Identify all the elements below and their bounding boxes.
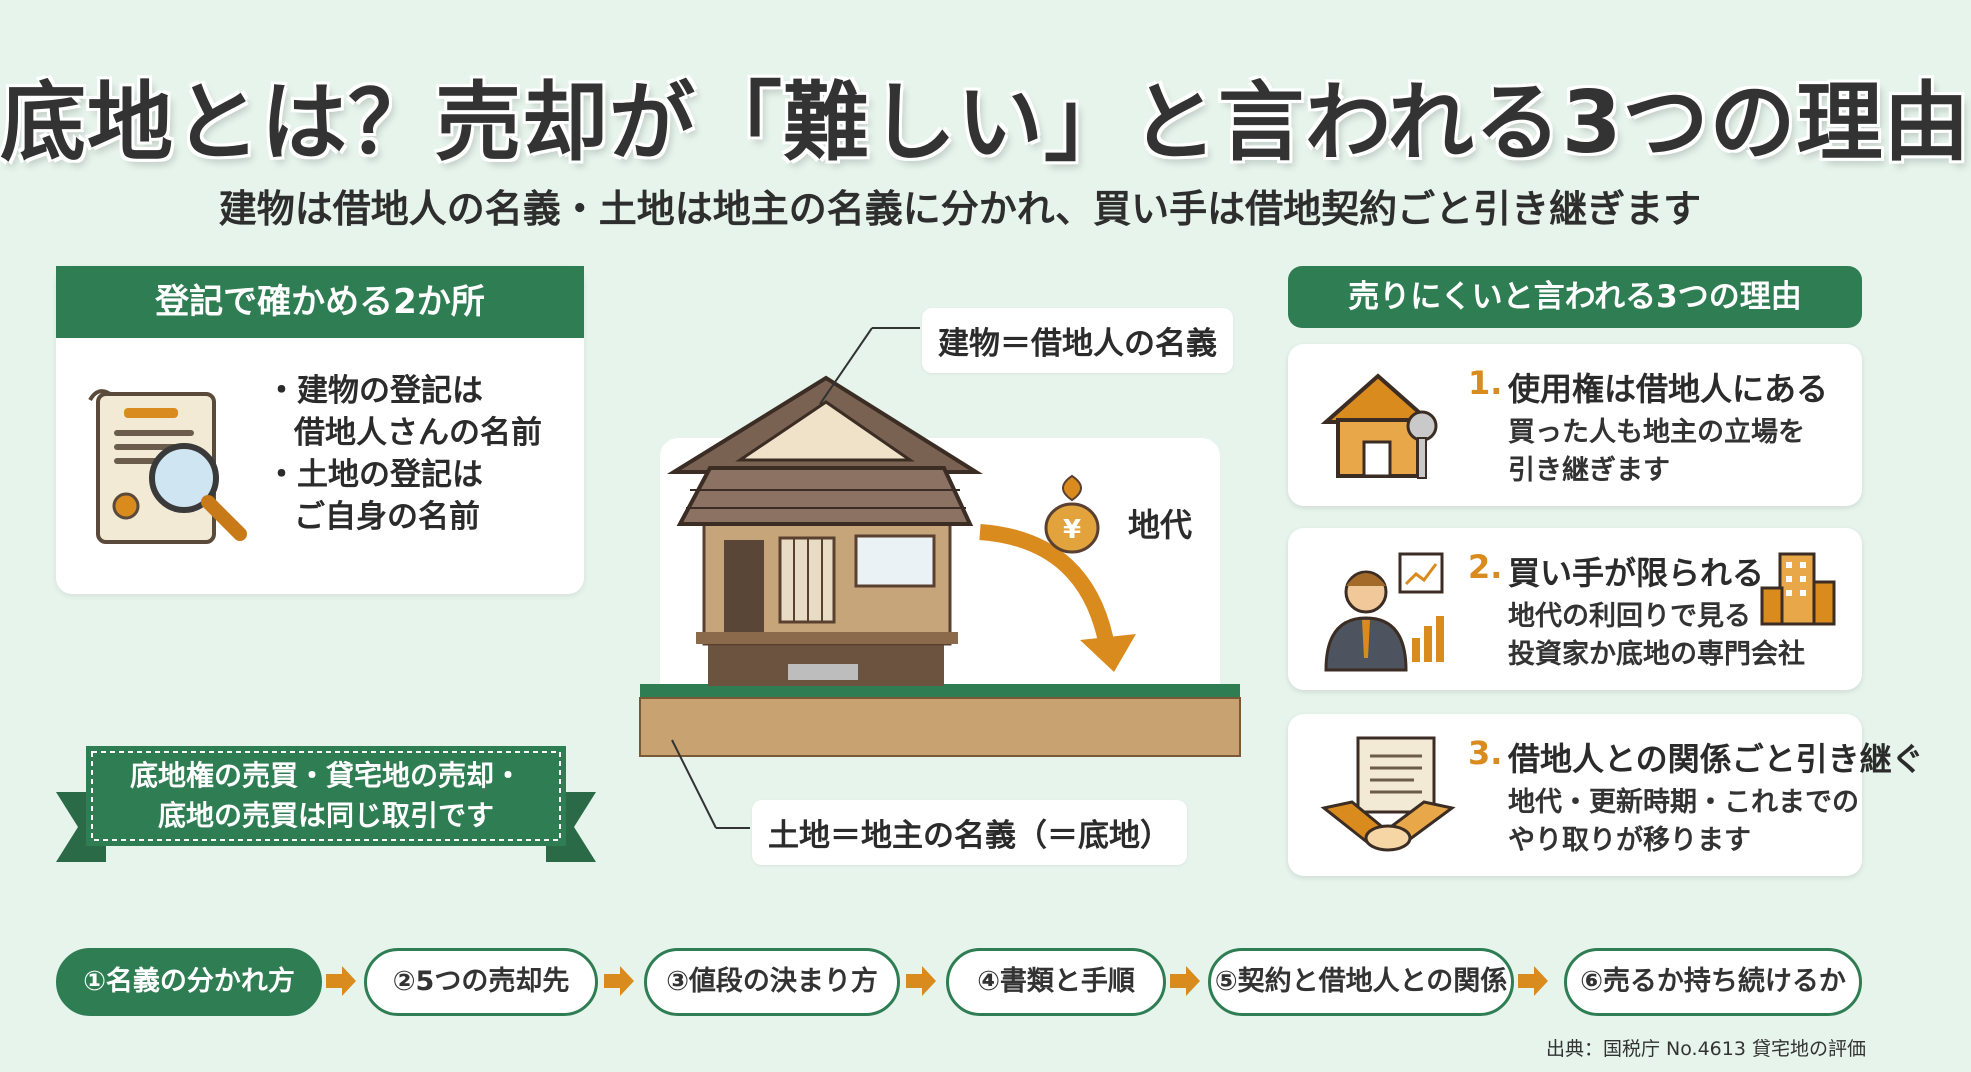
reasons-heading: 売りにくいと言われる3つの理由 <box>1288 266 1862 328</box>
step-6[interactable]: ⑥売るか持ち続けるか <box>1564 948 1862 1016</box>
ribbon-line1: 底地権の売買・貸宅地の売却・ <box>129 759 522 792</box>
investor-icon <box>1324 552 1444 672</box>
bullet-building-line1: ・建物の登記は <box>266 373 483 409</box>
house-key-icon <box>1320 373 1438 479</box>
step-navigation: ①名義の分かれ方 ②5つの売却先 ③値段の決まり方 ④書類と手順 ⑤契約と借地人… <box>56 948 1864 1016</box>
step-arrow-icon <box>1170 966 1200 996</box>
building-owner-label: 建物＝借地人の名義 <box>922 308 1233 373</box>
reason-3-desc: 地代・更新時期・これまでの やり取りが移ります <box>1508 784 1859 860</box>
reason-3-number: 3. <box>1468 734 1503 772</box>
step-arrow-icon <box>906 966 936 996</box>
ribbon-line2: 底地の売買は同じ取引です <box>157 799 494 832</box>
step-2[interactable]: ②5つの売却先 <box>364 948 598 1016</box>
ground-rent-label: 地代 <box>1128 506 1193 544</box>
registry-card: 登記で確かめる2か所 ・建物の登記は 借地人さんの名前 ・土地の登記は ご自身の… <box>56 266 584 594</box>
source-note: 出典：国税庁 No.4613 貸宅地の評価 <box>1546 1038 1866 1060</box>
reason-1-desc-line1: 買った人も地主の立場を <box>1508 417 1805 448</box>
document-magnifier-icon <box>88 389 247 544</box>
land-owner-label: 土地＝地主の名義（＝底地） <box>752 800 1187 865</box>
registry-card-heading: 登記で確かめる2か所 <box>56 266 584 338</box>
reason-card-3: 3. 借地人との関係ごと引き継ぐ 地代・更新時期・これまでの やり取りが移ります <box>1288 714 1924 876</box>
reason-card-1: 1. 使用権は借地人にある 買った人も地主の立場を 引き継ぎます <box>1288 344 1862 506</box>
step-1[interactable]: ①名義の分かれ方 <box>56 948 322 1016</box>
step-3[interactable]: ③値段の決まり方 <box>644 948 900 1016</box>
reason-1-number: 1. <box>1468 364 1503 402</box>
reason-1-desc: 買った人も地主の立場を 引き継ぎます <box>1508 414 1805 490</box>
registry-bullets: ・建物の登記は 借地人さんの名前 ・土地の登記は ご自身の名前 <box>266 370 542 538</box>
svg-text:¥: ¥ <box>1063 515 1081 545</box>
step-arrow-icon <box>326 966 356 996</box>
reason-1-desc-line2: 引き継ぎます <box>1508 455 1670 486</box>
reason-2-desc: 地代の利回りで見る 投資家か底地の専門会社 <box>1508 598 1805 674</box>
step-arrow-icon <box>1518 966 1548 996</box>
reason-2-number: 2. <box>1468 548 1503 586</box>
ribbon-text: 底地権の売買・貸宅地の売却・ 底地の売買は同じ取引です <box>56 756 596 836</box>
step-4[interactable]: ④書類と手順 <box>946 948 1166 1016</box>
reason-2-title: 買い手が限られる <box>1508 554 1765 592</box>
reason-1-title: 使用権は借地人にある <box>1508 370 1829 408</box>
reason-card-2: 2. 買い手が限られる 地代の利回りで見る 投資家か底地の専門会社 <box>1288 528 1862 690</box>
step-arrow-icon <box>604 966 634 996</box>
page-title: 底地とは？売却が「難しい」と言われる3つの理由 <box>0 73 1971 173</box>
reason-3-desc-line2: やり取りが移ります <box>1508 825 1751 856</box>
reason-3-desc-line1: 地代・更新時期・これまでの <box>1508 787 1859 818</box>
reason-3-title: 借地人との関係ごと引き継ぐ <box>1508 740 1924 778</box>
page-subtitle: 建物は借地人の名義・土地は地主の名義に分かれ、買い手は借地契約ごと引き継ぎます <box>218 187 1702 231</box>
bullet-land-line2: ご自身の名前 <box>294 499 480 535</box>
ribbon-banner: 底地権の売買・貸宅地の売却・ 底地の売買は同じ取引です <box>56 742 596 862</box>
bullet-land-line1: ・土地の登記は <box>266 457 483 493</box>
ribbon-shape <box>56 746 596 862</box>
handshake-contract-icon <box>1320 736 1456 852</box>
office-building-icon <box>1760 552 1836 626</box>
reason-2-desc-line1: 地代の利回りで見る <box>1508 601 1751 632</box>
step-5[interactable]: ⑤契約と借地人との関係 <box>1208 948 1514 1016</box>
reason-2-desc-line2: 投資家か底地の専門会社 <box>1508 639 1805 670</box>
bullet-building-line2: 借地人さんの名前 <box>294 415 542 451</box>
house-land-illustration: ¥ <box>639 327 1241 829</box>
money-bag-icon: ¥ <box>1044 474 1100 554</box>
